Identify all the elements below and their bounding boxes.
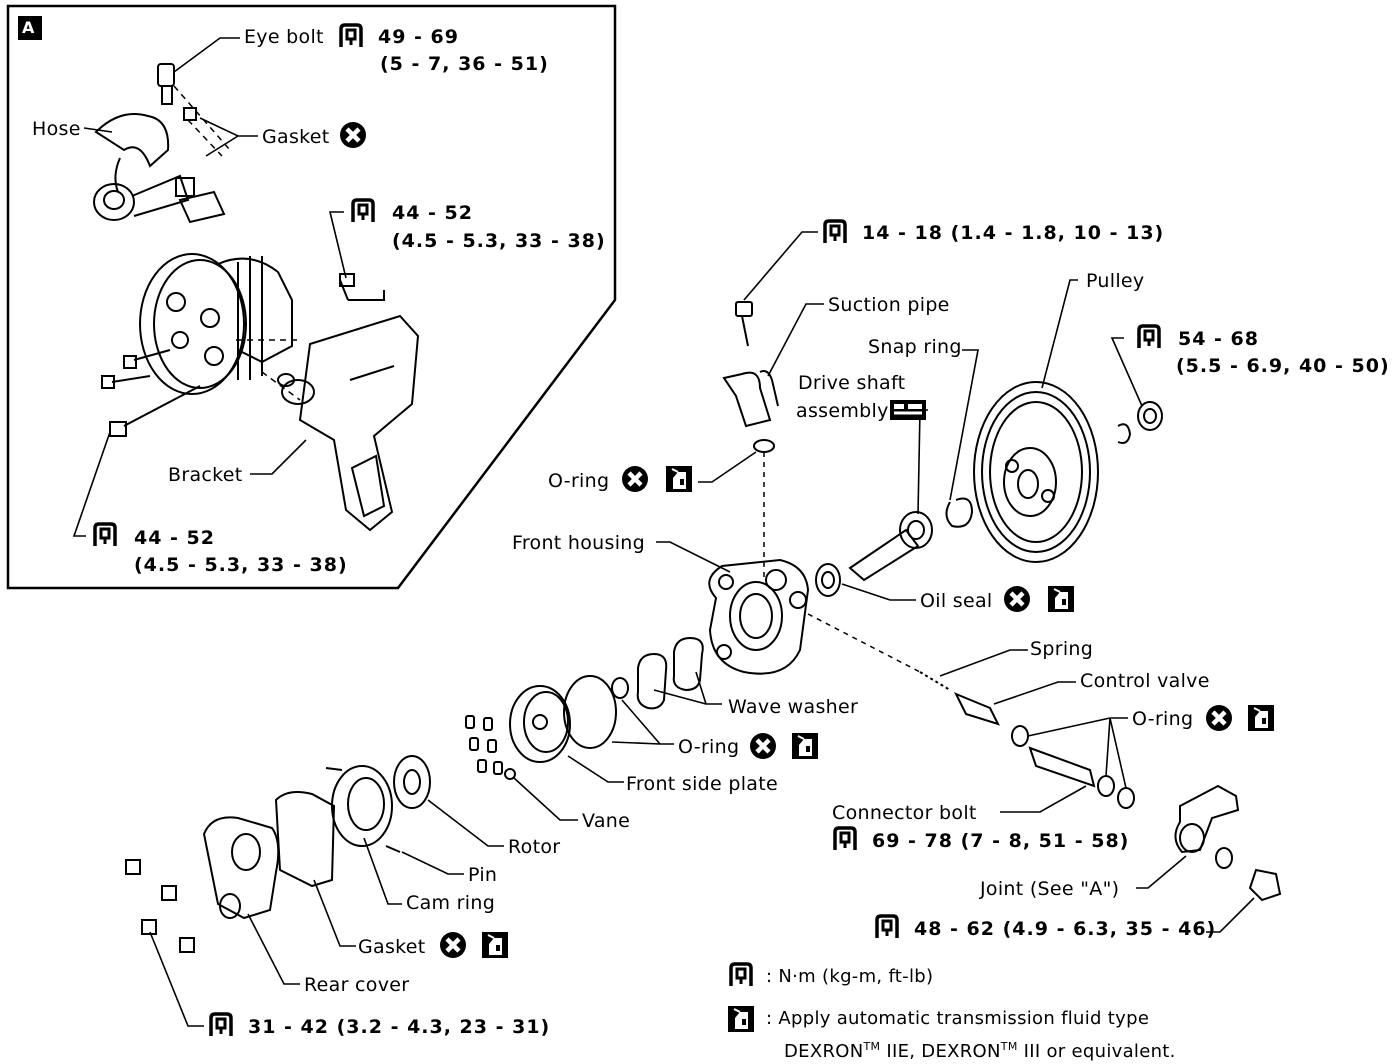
connector-bolt-label: Connector bolt — [832, 802, 977, 824]
eye-bolt-torque: 49 - 69 — [378, 26, 459, 48]
dexron-iii-text: III or equivalent. — [1017, 1041, 1176, 1062]
front-housing-label: Front housing — [512, 532, 645, 554]
gasket-label: Gasket — [358, 936, 426, 958]
atf-icon — [791, 732, 819, 760]
torque-icon — [348, 196, 378, 226]
main-axis-lines — [763, 452, 921, 673]
pulley-nut-torque-alt: (5.5 - 6.9, 40 - 50) — [1176, 355, 1390, 377]
legend-torque-units: : N·m (kg-m, ft-lb) — [766, 966, 934, 987]
atf-icon — [1047, 585, 1075, 613]
inset-leaders — [72, 37, 347, 537]
hose-label: Hose — [32, 118, 81, 140]
pin-label: Pin — [468, 864, 498, 886]
o-ring-top-label: O-ring — [548, 470, 610, 492]
eye-bolt-label: Eye bolt — [244, 26, 324, 48]
inset-pump-assembly — [93, 63, 420, 532]
legend-atf-icon — [727, 1005, 755, 1033]
atf-icon — [481, 931, 509, 959]
vane-label: Vane — [582, 810, 631, 832]
dexron-text-a: DEXRON — [784, 1041, 864, 1062]
spring-label: Spring — [1030, 638, 1094, 660]
wave-washer-label: Wave washer — [728, 696, 859, 718]
torque-icon — [90, 520, 120, 550]
tm-mark-b: TM — [1000, 1040, 1018, 1053]
snap-ring-label: Snap ring — [868, 336, 962, 358]
torque-icon — [206, 1010, 236, 1040]
grease-icon — [888, 398, 928, 422]
inset-bolt-upper-torque-alt: (4.5 - 5.3, 33 - 38) — [392, 230, 606, 252]
replace-part-icon — [622, 466, 648, 492]
torque-icon — [336, 21, 366, 51]
pulley-label: Pulley — [1086, 270, 1145, 292]
torque-icon — [830, 824, 860, 854]
legend-fluid-line1: : Apply automatic transmission fluid typ… — [766, 1008, 1150, 1029]
inset-dashed-guides — [173, 85, 301, 401]
dexron-iie-text: IIE, DEXRON — [880, 1041, 1001, 1062]
rear-cover-label: Rear cover — [304, 974, 410, 996]
inset-frame — [6, 4, 617, 590]
joint-label: Joint (See "A") — [980, 878, 1120, 900]
joint-nut-torque: 48 - 62 (4.9 - 6.3, 35 - 46) — [914, 918, 1217, 940]
replace-part-icon — [440, 932, 466, 958]
replace-part-icon — [1206, 705, 1232, 731]
replace-part-icon — [340, 122, 366, 148]
inset-gasket-label: Gasket — [262, 126, 330, 148]
tm-mark-a: TM — [863, 1040, 881, 1053]
o-ring-mid-label: O-ring — [678, 736, 740, 758]
control-valve-label: Control valve — [1080, 670, 1210, 692]
inset-bolt-lower-torque-alt: (4.5 - 5.3, 33 - 38) — [134, 554, 348, 576]
legend-fluid-line2: DEXRONTM IIE, DEXRONTM III or equivalent… — [784, 1036, 1176, 1063]
rear-cover-torque: 31 - 42 (3.2 - 4.3, 23 - 31) — [248, 1016, 551, 1038]
inset-bolt-upper-torque: 44 - 52 — [392, 202, 473, 224]
suction-pipe-label: Suction pipe — [828, 294, 950, 316]
replace-part-icon — [750, 733, 776, 759]
atf-icon — [1247, 704, 1275, 732]
inset-tag: A — [22, 18, 36, 37]
replace-part-icon — [1004, 586, 1030, 612]
main-leaders — [149, 231, 1255, 1027]
torque-icon — [872, 912, 902, 942]
torque-icon — [1134, 322, 1164, 352]
suction-bolt-torque: 14 - 18 (1.4 - 1.8, 10 - 13) — [862, 222, 1165, 244]
inset-bolt-lower-torque: 44 - 52 — [134, 527, 215, 549]
main-exploded-parts — [125, 301, 1282, 953]
bracket-label: Bracket — [168, 464, 243, 486]
pulley-nut-torque: 54 - 68 — [1178, 328, 1259, 350]
drive-shaft-label-2: assembly — [796, 400, 889, 422]
legend-torque-icon — [726, 960, 756, 990]
rotor-label: Rotor — [508, 836, 561, 858]
eye-bolt-torque-alt: (5 - 7, 36 - 51) — [380, 53, 549, 75]
torque-icon — [820, 217, 850, 247]
inset-tag-box — [18, 16, 42, 40]
atf-icon — [665, 465, 693, 493]
front-side-plate-label: Front side plate — [626, 773, 778, 795]
drive-shaft-label-1: Drive shaft — [798, 372, 906, 394]
o-ring-right-label: O-ring — [1132, 708, 1194, 730]
cam-ring-label: Cam ring — [406, 892, 496, 914]
connector-bolt-torque: 69 - 78 (7 - 8, 51 - 58) — [872, 830, 1130, 852]
oil-seal-label: Oil seal — [920, 590, 993, 612]
